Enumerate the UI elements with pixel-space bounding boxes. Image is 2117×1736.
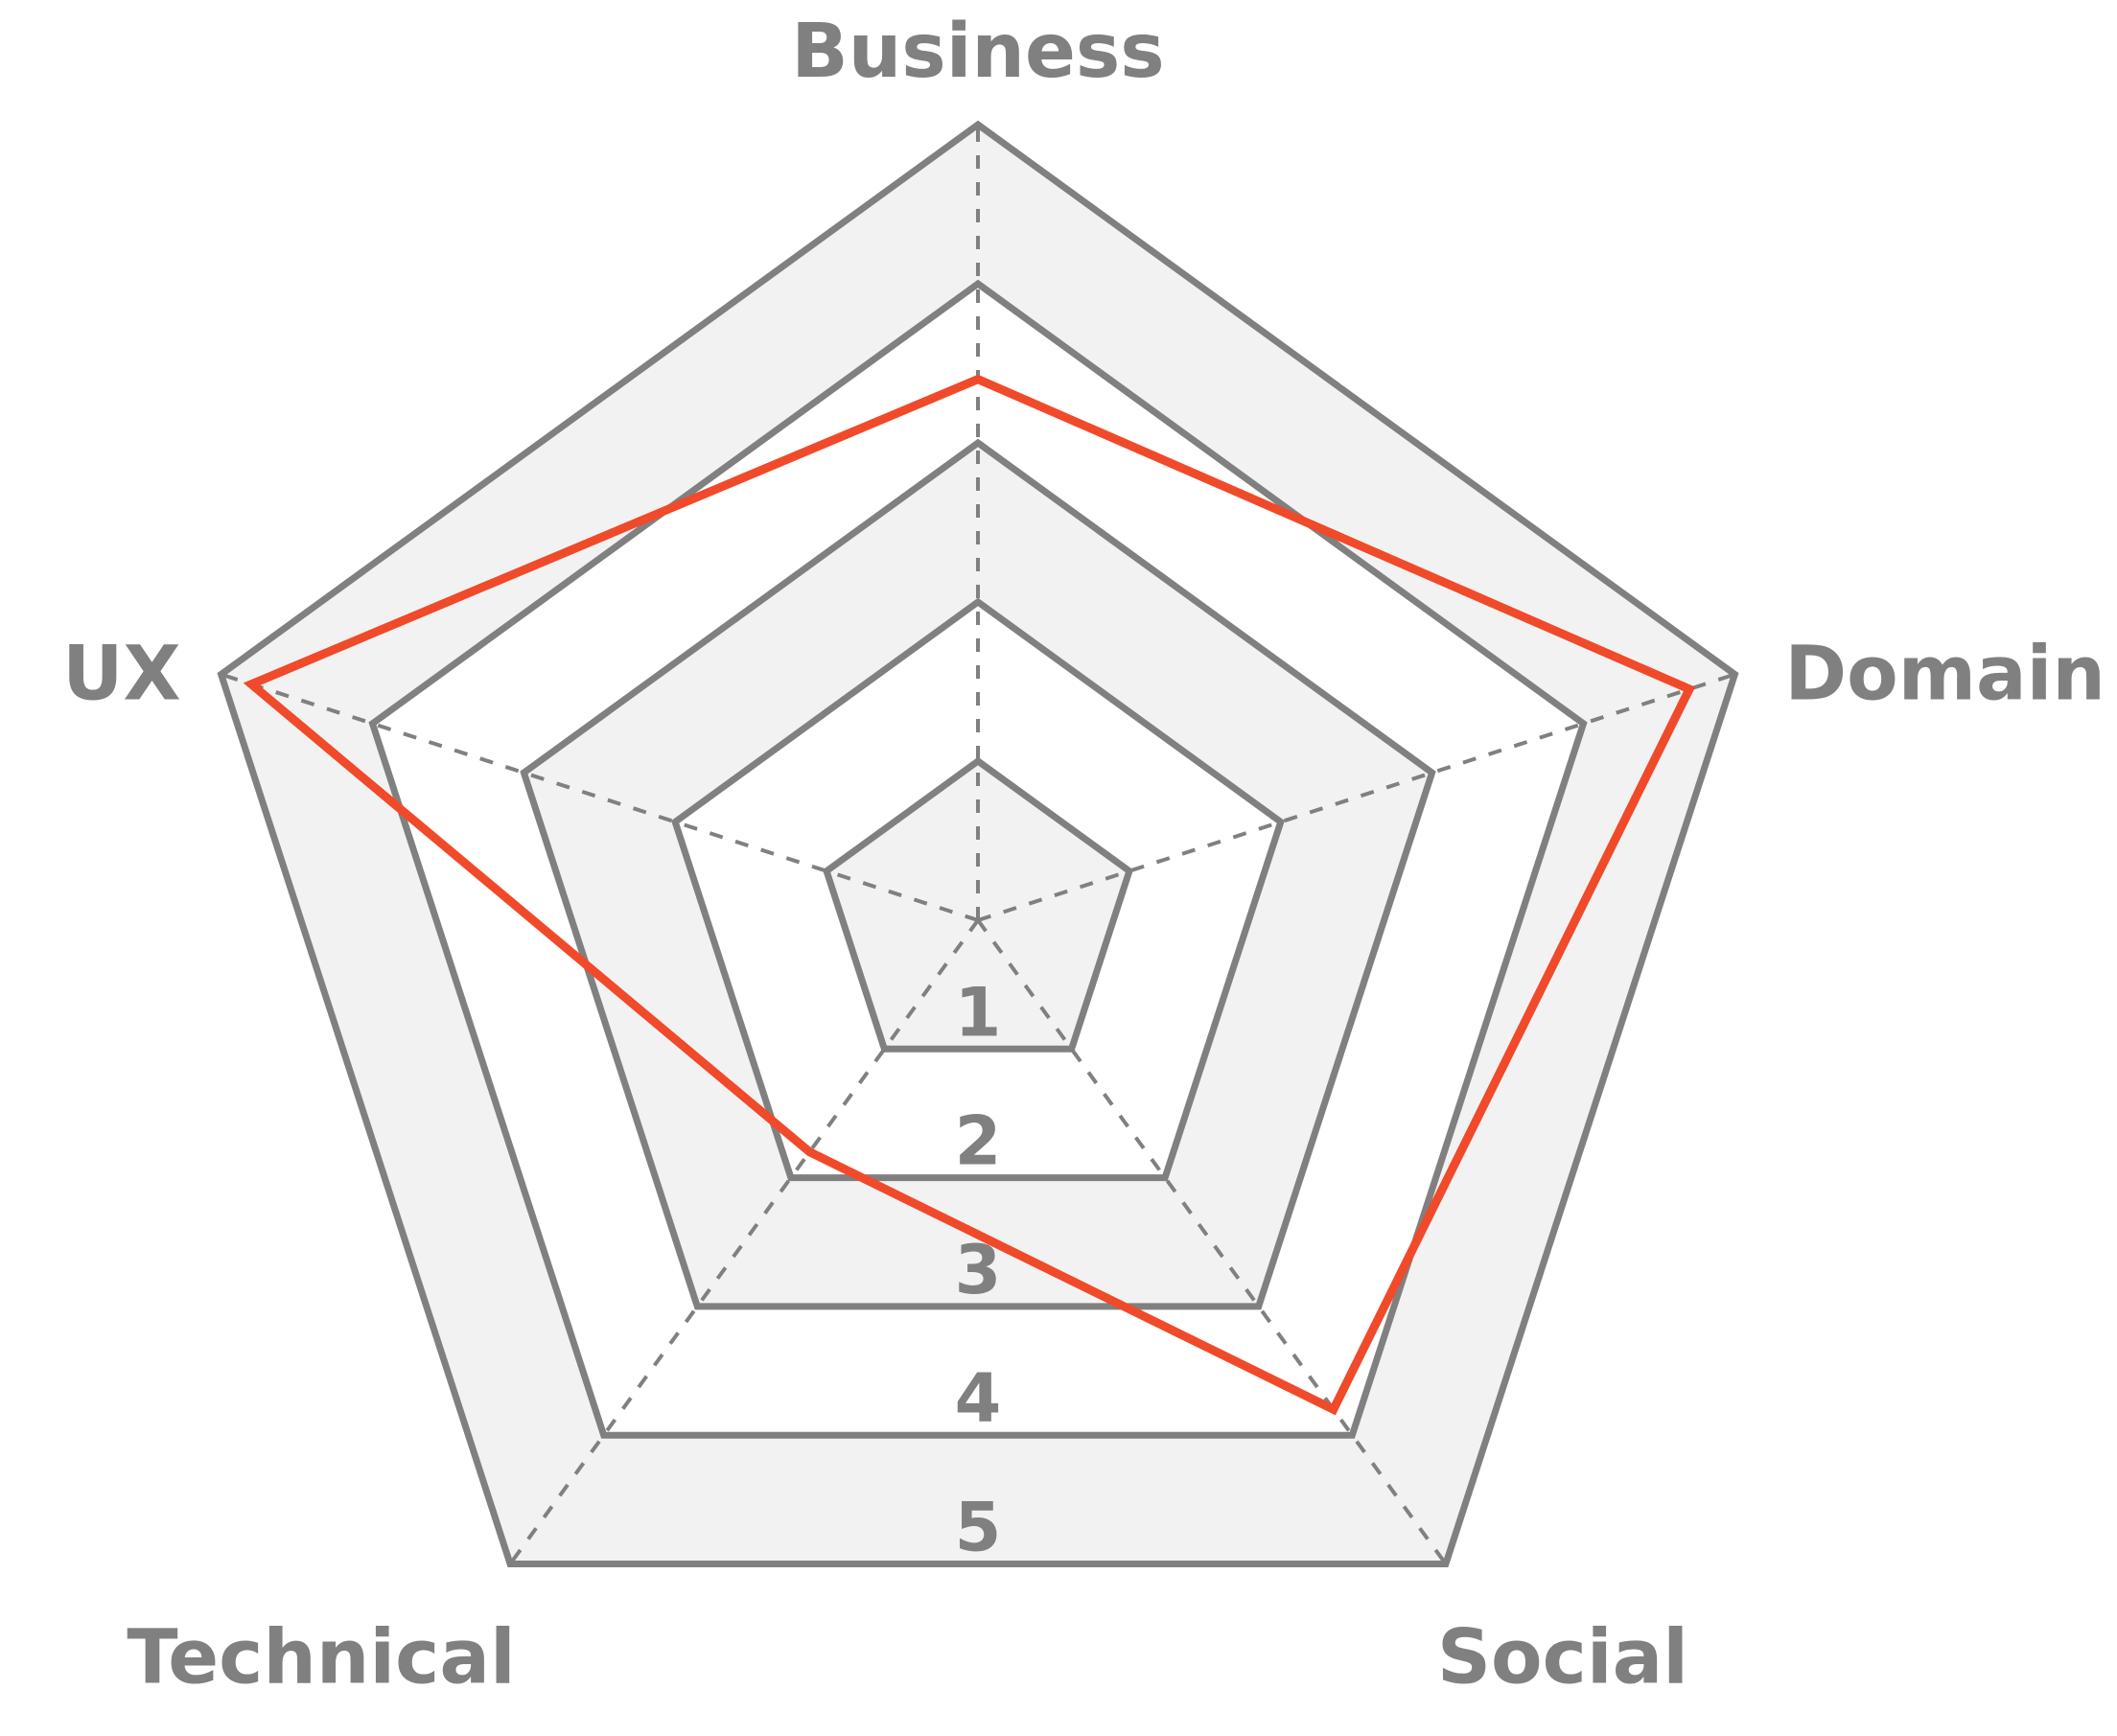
axis-label-business: Business bbox=[791, 9, 1164, 95]
ring-label-4: 4 bbox=[955, 1359, 1002, 1438]
ring-label-2: 2 bbox=[955, 1102, 1002, 1181]
grid-ring-1 bbox=[822, 756, 1134, 1053]
axis-label-domain: Domain bbox=[1784, 632, 2105, 718]
series-line-0 bbox=[243, 374, 1696, 1416]
axis-label-technical: Technical bbox=[127, 1615, 515, 1701]
grid-ring-3 bbox=[520, 438, 1436, 1310]
ring-label-5: 5 bbox=[955, 1489, 1002, 1567]
axis-label-ux: UX bbox=[62, 632, 180, 718]
grid-ring-4 bbox=[368, 279, 1588, 1439]
grid-band-1 bbox=[826, 761, 1129, 1050]
ring-label-1: 1 bbox=[955, 973, 1002, 1052]
axis-label-social: Social bbox=[1437, 1615, 1688, 1701]
series-layer bbox=[243, 374, 1696, 1416]
grid-ring-5 bbox=[217, 120, 1739, 1567]
grid-rings bbox=[217, 120, 1739, 1567]
grid-ring-2 bbox=[671, 597, 1285, 1182]
